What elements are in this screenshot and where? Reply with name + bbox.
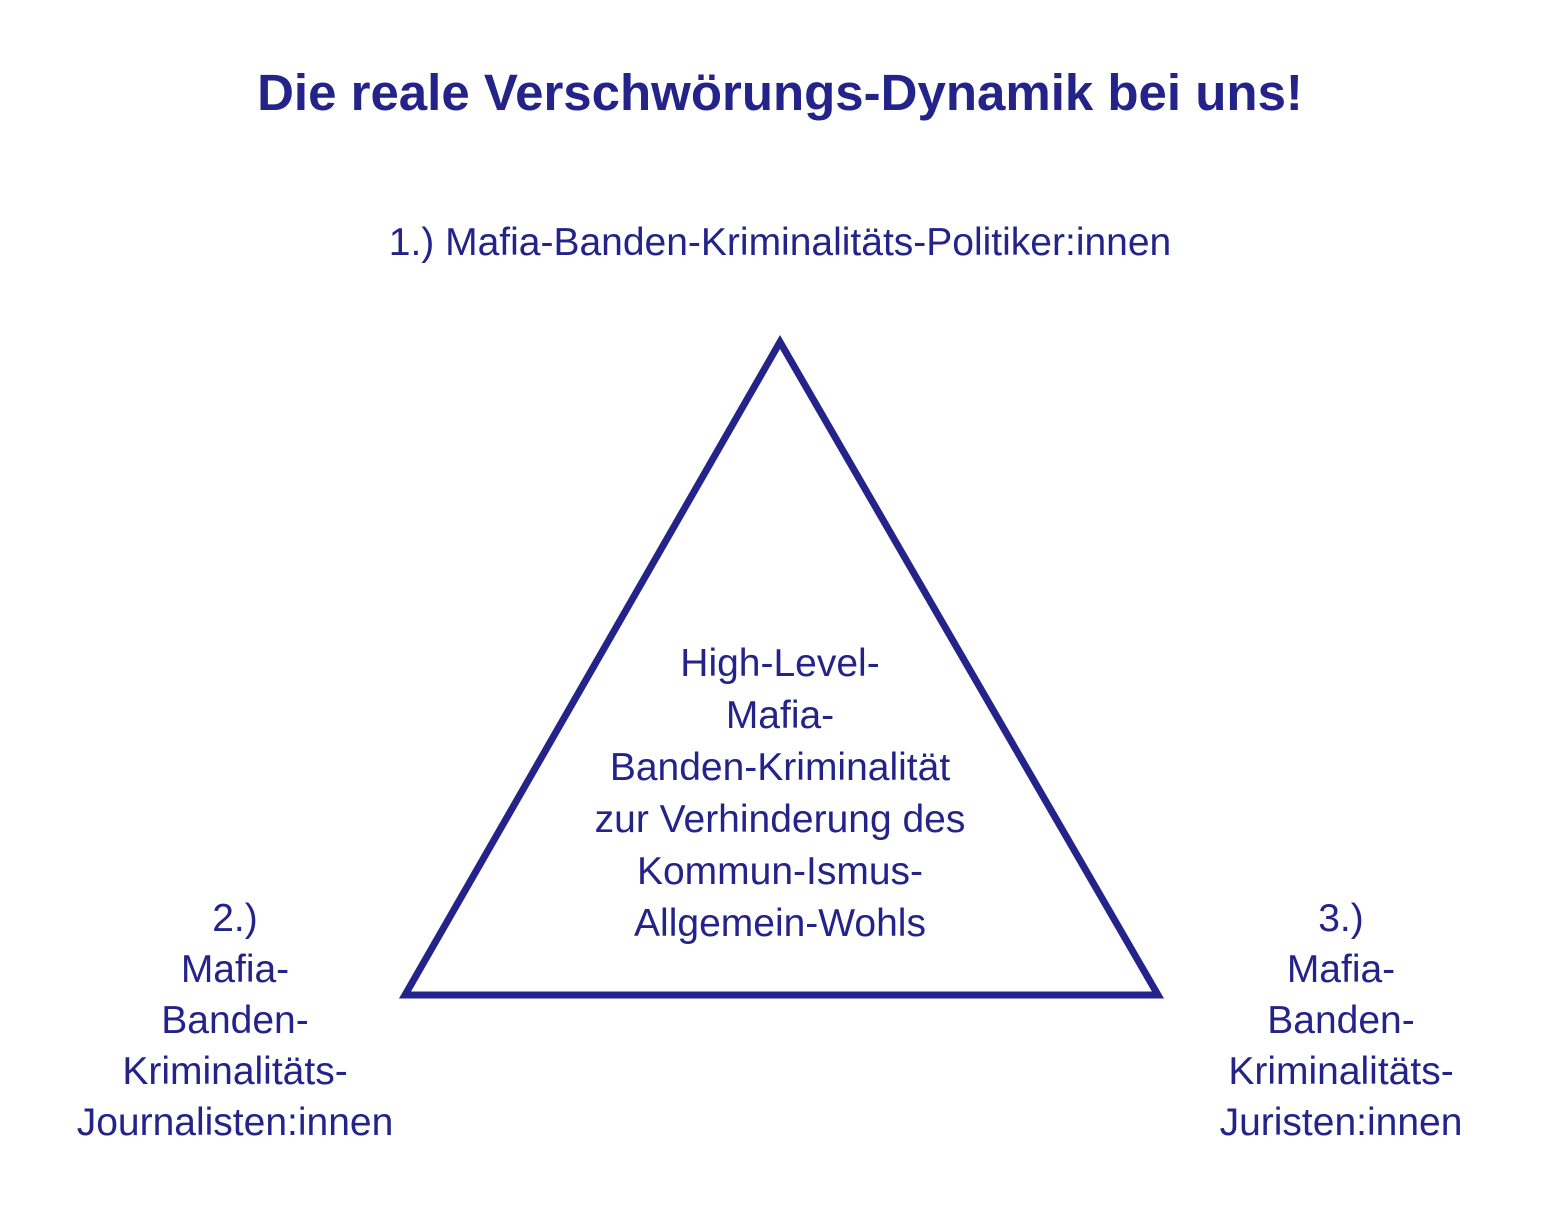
triangle-outline [398, 334, 1165, 999]
node-journalists-number: 2.) [212, 897, 258, 940]
center-line: High-Level- [680, 642, 880, 685]
center-line: zur Verhinderung des [594, 798, 966, 841]
node-journalists-line: Kriminalitäts- [122, 1050, 348, 1093]
node-politicians-label: 1.) Mafia-Banden-Kriminalitäts-Politiker… [388, 221, 1172, 264]
center-line: Allgemein-Wohls [634, 902, 926, 945]
node-journalists-line: Banden- [161, 999, 309, 1042]
node-jurists-line: Banden- [1267, 999, 1415, 1042]
node-journalists-line: Mafia- [180, 948, 290, 991]
center-line: Mafia- [725, 694, 835, 737]
node-jurists-number: 3.) [1318, 897, 1364, 940]
node-jurists-line: Juristen:innen [1219, 1101, 1463, 1144]
node-politicians: 1.) Mafia-Banden-Kriminalitäts-Politiker… [0, 217, 1544, 268]
node-journalists-line: Journalisten:innen [76, 1101, 394, 1144]
center-line: Kommun-Ismus- [636, 850, 924, 893]
center-line: Banden-Kriminalität [609, 746, 951, 789]
node-jurists-line: Kriminalitäts- [1228, 1050, 1454, 1093]
center-description: High-Level- Mafia- Banden-Kriminalität z… [530, 638, 1030, 950]
node-jurists-line: Mafia- [1286, 948, 1396, 991]
diagram-title: Die reale Verschwörungs-Dynamik bei uns! [257, 64, 1303, 121]
node-jurists: 3.) Mafia- Banden- Kriminalitäts- Jurist… [1141, 893, 1541, 1148]
node-journalists: 2.) Mafia- Banden- Kriminalitäts- Journa… [35, 893, 435, 1148]
